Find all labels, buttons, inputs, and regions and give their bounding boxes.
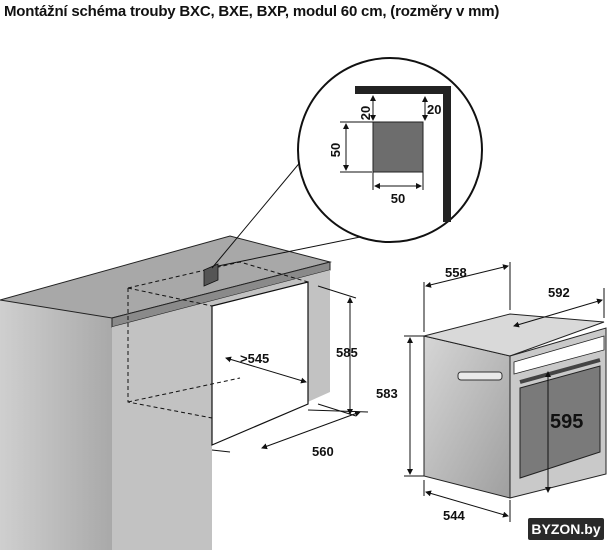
watermark-badge (528, 518, 604, 540)
page-title: Montážní schéma trouby BXC, BXE, BXP, mo… (4, 3, 500, 20)
watermark-text: BYZON.by (531, 521, 600, 537)
oven-window (519, 365, 601, 479)
dim-niche-width: 560 (312, 444, 334, 459)
oven-body-side (423, 335, 511, 499)
dim-oven-front-width: 592 (548, 285, 570, 300)
dim-vent-top-gap: 20 (358, 106, 373, 120)
vent-square (372, 121, 424, 173)
dim-vent-width: 50 (391, 191, 405, 206)
dim-oven-body-depth: 558 (445, 265, 467, 280)
dim-vent-side-gap: 20 (427, 102, 441, 117)
oven-drawing (404, 262, 607, 522)
vent-detail-callout (211, 57, 483, 269)
cabinet-drawing (0, 235, 369, 550)
dim-niche-height: 585 (336, 345, 358, 360)
dim-oven-body-height: 583 (376, 386, 398, 401)
dim-niche-depth: >545 (240, 351, 269, 366)
dim-oven-bottom-depth: 544 (443, 508, 465, 523)
cabinet-side-panel (0, 300, 112, 550)
dim-oven-front-height: 595 (550, 411, 583, 433)
dim-vent-height: 50 (328, 143, 343, 157)
